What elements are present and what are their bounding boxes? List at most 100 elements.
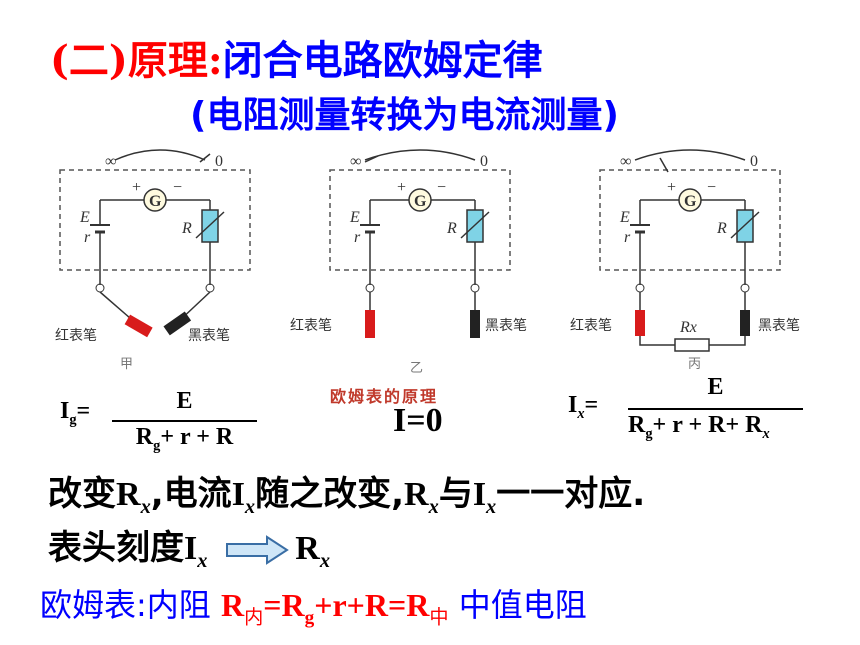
galvanometer-icon (678, 188, 702, 212)
panel-label-yi: 乙 (410, 361, 423, 376)
t3b: 中值电阻 (448, 586, 587, 624)
panel-yi: ∞ 0 G + − E r R 红表笔 (290, 149, 527, 376)
scale-zero-label: 0 (480, 153, 488, 170)
t3rest: +r+R=R (314, 587, 430, 623)
ix-den-r: R (628, 412, 646, 438)
ig-denominator: Rg+ r + R (112, 424, 257, 455)
panel-jia: ∞ 0 G + − E r R 红表笔 (55, 149, 251, 372)
emf-label: E (349, 209, 360, 226)
galvanometer-icon (143, 188, 167, 212)
black-probe-label: 黑表笔 (758, 318, 800, 334)
t1a: 改变 (48, 474, 116, 514)
t2r: R (295, 530, 320, 567)
internal-resistance-label: r (624, 229, 631, 246)
t1r2x: x (428, 495, 439, 518)
plus-label: + (397, 179, 406, 196)
ix-symbol: I (568, 392, 578, 418)
t3g: g (304, 607, 315, 629)
ig-den-sub: g (153, 437, 161, 454)
t3eq: =R (263, 587, 305, 623)
text-line-2: 表头刻度Ix Rx (48, 520, 330, 573)
equals-sign: = (584, 392, 599, 418)
t3mid: 中 (429, 605, 449, 629)
galvanometer-icon (408, 188, 432, 212)
t1b: ,电流 (150, 474, 232, 514)
ix-den-rest: + r + R+ R (652, 412, 763, 438)
ix-den-end-sub: x (762, 425, 770, 442)
ix-denominator: Rg+ r + R+ Rx (628, 412, 833, 443)
plus-label: + (667, 179, 676, 196)
red-probe-icon (124, 314, 153, 338)
ig-numerator: E (176, 388, 193, 414)
ig-fraction-bar (112, 420, 257, 422)
rx-resistor-icon (674, 338, 710, 352)
arrow-right-icon (226, 534, 290, 565)
emf-label: E (79, 209, 90, 226)
ig-den-r: R (135, 424, 154, 450)
t1i2x: x (486, 495, 497, 518)
equals-sign: = (76, 398, 91, 424)
ig-fraction: E Rg+ r + R (112, 388, 257, 458)
panel-label-jia: 甲 (120, 357, 133, 372)
t1ix: x (244, 495, 256, 518)
ig-symbol: I (60, 398, 70, 424)
title-prefix: (二) (50, 37, 128, 84)
t2rx: x (319, 549, 331, 572)
i-zero-formula: I=0 (393, 402, 443, 439)
t1r2: R (404, 476, 429, 513)
title-topic: 闭合电路欧姆定律 (222, 38, 543, 84)
galvanometer-label: G (149, 193, 162, 210)
minus-label: − (173, 179, 182, 196)
red-probe-icon (365, 310, 375, 338)
ix-fraction: E Rg+ r + R+ Rx (628, 374, 833, 454)
black-probe-icon (740, 310, 750, 336)
scale-infinity-label: ∞ (620, 153, 631, 170)
rheostat-label: R (181, 220, 192, 237)
black-probe-label: 黑表笔 (485, 318, 527, 334)
scale-infinity-label: ∞ (105, 153, 116, 170)
t3r: R (220, 587, 245, 623)
diagram-caption: 欧姆表的原理 (330, 387, 439, 406)
t1r: R (116, 476, 141, 513)
ix-subscript: x (577, 405, 585, 422)
red-probe-label: 红表笔 (290, 318, 332, 334)
title-label: 原理: (127, 37, 223, 84)
ig-formula-lhs: Ig= (60, 398, 90, 429)
text-line-1: 改变Rx,电流Ix随之改变,Rx与Ix一一对应. (48, 466, 645, 519)
minus-label: − (707, 179, 716, 196)
internal-resistance-label: r (354, 229, 361, 246)
panel-label-bing: 丙 (688, 357, 701, 372)
scale-zero-label: 0 (215, 153, 223, 170)
scale-infinity-label: ∞ (350, 153, 361, 170)
ix-den-sub: g (645, 425, 653, 442)
panel-bing: ∞ 0 G + − E r R (570, 149, 800, 372)
galvanometer-label: G (414, 193, 427, 210)
plus-label: + (132, 179, 141, 196)
ix-fraction-bar (628, 408, 803, 410)
t1i2: I (472, 476, 487, 513)
black-probe-icon (163, 311, 192, 336)
ig-den-rest: + r + R (160, 424, 234, 450)
red-probe-icon (635, 310, 645, 336)
t3a: 欧姆表:内阻 (40, 586, 221, 624)
red-probe-label: 红表笔 (570, 318, 612, 334)
t3rsub: 内 (244, 605, 264, 629)
page-subtitle: (电阻测量转换为电流测量) (190, 95, 619, 136)
text-line-3: 欧姆表:内阻 R内=Rg+r+R=R中 中值电阻 (40, 580, 587, 629)
page-title: (二)原理:闭合电路欧姆定律 (50, 28, 543, 86)
internal-resistance-label: r (84, 229, 91, 246)
t1c: 随之改变, (255, 474, 405, 514)
rheostat-label: R (446, 220, 457, 237)
t1x: x (140, 495, 151, 518)
t1i: I (231, 476, 245, 513)
black-probe-label: 黑表笔 (188, 328, 230, 344)
scale-zero-label: 0 (750, 153, 758, 170)
galvanometer-label: G (684, 193, 697, 210)
red-probe-label: 红表笔 (55, 328, 97, 344)
rheostat-label: R (716, 220, 727, 237)
ohmmeter-diagrams: ∞ 0 G + − E r R 红表笔 (55, 149, 800, 376)
rx-label: Rx (679, 319, 697, 336)
t2ix: x (197, 549, 208, 572)
t2i: I (184, 530, 198, 567)
ix-numerator: E (707, 374, 724, 400)
